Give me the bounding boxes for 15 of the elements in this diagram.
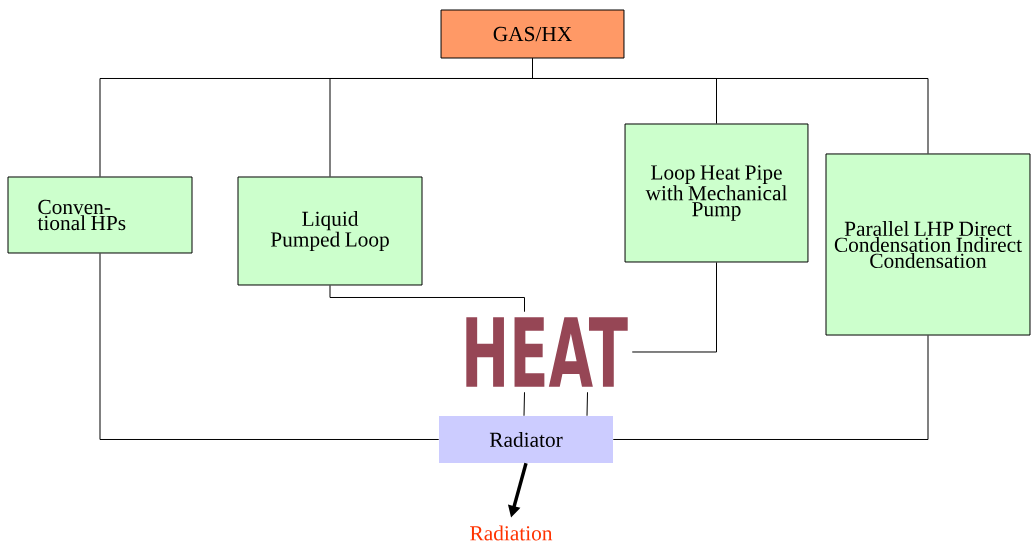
connector — [612, 335, 929, 440]
connector — [523, 391, 525, 417]
output-label: Radiation — [470, 525, 553, 541]
process-box: Parallel LHP Direct Condensation Indirect Condensation — [825, 153, 1031, 336]
process-box: Loop Heat Pipe with Mechanical Pump — [624, 123, 809, 263]
process-box: Liquid Pumped Loop — [237, 176, 423, 286]
connector — [586, 391, 588, 417]
connector — [329, 285, 525, 313]
heat-word-art: HEAT — [466, 317, 628, 387]
radiator-box: Radiator — [439, 416, 613, 463]
source-box: GAS/HX — [440, 9, 625, 59]
connector — [99, 253, 440, 440]
process-box: Conven- tional HPs — [7, 176, 193, 254]
connector — [532, 58, 929, 154]
connector — [631, 262, 717, 353]
